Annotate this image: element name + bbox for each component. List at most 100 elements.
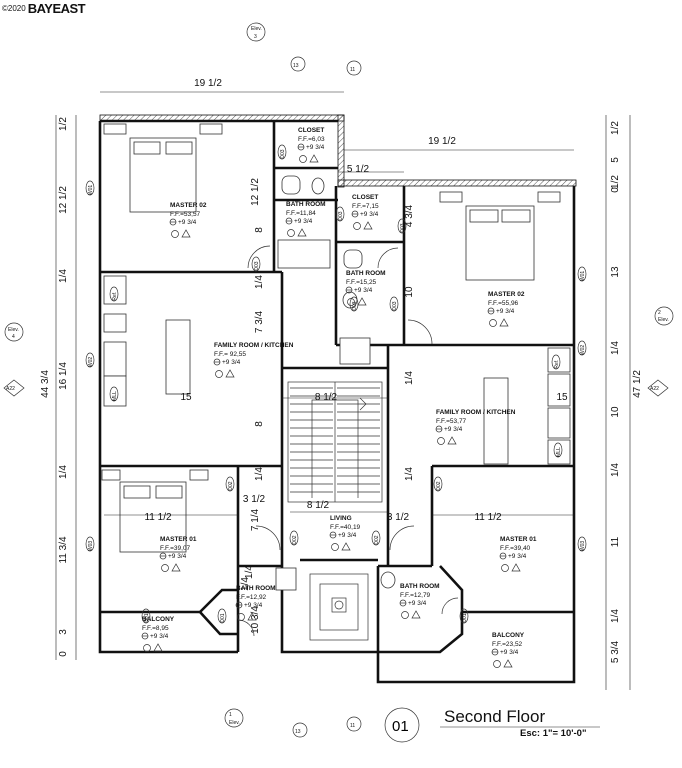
room-level: +9 3/4 [244, 602, 263, 609]
section-symbol-icon [437, 436, 457, 445]
room-floor-area: F.F.=53,57 [170, 211, 201, 218]
level-marker-icon [435, 425, 443, 433]
room-level: +9 3/4 [360, 211, 379, 218]
room-name: CLOSET [352, 194, 378, 201]
dimension-i-8-1-2b: 8 1/2 [307, 500, 330, 511]
fixture-tag: D03 [251, 256, 261, 272]
dimension-i-1-4f: 1/4 [240, 577, 251, 591]
dimension-right-3: 1/2 [610, 175, 621, 189]
fixture-tag-label: D02 [374, 535, 380, 544]
svg-text:Elev.: Elev. [658, 317, 669, 323]
svg-text:4: 4 [12, 334, 15, 340]
fixture-tag-label: D01 [220, 613, 226, 622]
room-level: +9 3/4 [168, 553, 187, 560]
room-name: BATH ROOM [346, 270, 386, 277]
dimension-closet-w: 5 1/2 [347, 164, 370, 175]
grid-marker: Elev. 3 [246, 22, 266, 42]
room-floor-area: F.F.=39,07 [160, 545, 191, 552]
room-name: MASTER 02 [488, 291, 525, 298]
dimension-left-7: 3 [58, 629, 69, 635]
room-name: FAMILY ROOM / KITCHEN [436, 409, 516, 416]
dimension-left-3: 1/4 [58, 269, 69, 283]
fixture-tag: W02 [85, 352, 95, 368]
fixture-tag-label: W03 [88, 541, 94, 552]
dimension-i-4-3-4: 4 3/4 [404, 204, 415, 227]
svg-text:11: 11 [350, 723, 355, 729]
room-name: BATH ROOM [236, 585, 276, 592]
room-name: FAMILY ROOM / KITCHEN [214, 342, 294, 349]
room-level: +9 3/4 [150, 633, 169, 640]
room-name: MASTER 01 [160, 536, 197, 543]
fixture-tag-label: D03 [280, 149, 286, 158]
grid-marker: 1 Elev. [224, 708, 244, 728]
level-marker-icon [487, 307, 495, 315]
fixture-tag: W03 [577, 536, 587, 552]
dimension-right-2: 5 [610, 157, 621, 163]
section-symbol-icon [161, 563, 181, 572]
fixture-tag-label: W03 [580, 541, 586, 552]
room-level: +9 3/4 [500, 649, 519, 656]
fixture-tag: D02 [433, 476, 443, 492]
grid-marker: 2 Elev. [654, 306, 674, 326]
room-floor-area: F.F.=39,40 [500, 545, 531, 552]
level-marker-icon [159, 552, 167, 560]
svg-text:3: 3 [254, 34, 257, 40]
section-symbol-icon [401, 610, 421, 619]
dimension-right-9: 11 [610, 536, 621, 547]
dimension-i-7-1-4: 7 1/4 [250, 508, 261, 531]
room-floor-area: F.F.=15,25 [346, 279, 377, 286]
room-name: BATH ROOM [286, 201, 326, 208]
room-name: BATH ROOM [400, 583, 440, 590]
grid-tag: 11 [346, 716, 362, 732]
fixture-tag: D03 [389, 296, 399, 312]
room-level: +9 3/4 [338, 532, 357, 539]
level-marker-icon [297, 143, 305, 151]
dimension-i-1-4b: 1/4 [254, 467, 265, 481]
dimension-top-right: 19 1/2 [428, 136, 456, 147]
dimension-i-7-3-4: 7 3/4 [254, 310, 265, 333]
fixture-tag-label: Ref. [554, 359, 560, 368]
dimension-right-7: 10 [610, 406, 621, 418]
svg-text:Elev.: Elev. [229, 720, 240, 726]
level-marker-icon [169, 218, 177, 226]
sheet-scale: Esc: 1"= 10'-0" [520, 728, 587, 739]
dimension-i-12-5: 12 1/2 [250, 178, 261, 206]
dimension-left-5: 1/4 [58, 465, 69, 479]
dimension-lines [55, 91, 631, 690]
fixture-tag: D01 [217, 608, 227, 624]
dimension-left-total: 44 3/4 [40, 370, 51, 398]
fixture-tag-label: D01 [144, 613, 150, 622]
section-symbol-icon [489, 318, 509, 327]
grid-tag: 11 [346, 60, 362, 76]
fixture-tag: W01 [85, 180, 95, 196]
fixture-tag-label: MLL [556, 447, 562, 457]
fixture-tag: D03 [335, 206, 345, 222]
interior-walls [100, 121, 574, 654]
section-symbol-icon [299, 154, 319, 163]
room-master02-right: MASTER 02F.F.=55,96+9 3/4 [487, 291, 525, 327]
room-master01-right: MASTER 01F.F.=39,40+9 3/4 [499, 536, 537, 572]
room-name: LIVING [330, 515, 352, 522]
level-marker-icon [499, 552, 507, 560]
fixture-tag: W02 [577, 340, 587, 356]
fixture-tag-label: Ref. [112, 291, 118, 300]
svg-text:A22: A22 [6, 386, 15, 392]
room-floor-area: F.F.=53,77 [436, 418, 467, 425]
fixture-tag: D01 [459, 608, 469, 624]
bathroom-fixtures [275, 175, 396, 591]
section-symbol-icon [237, 612, 257, 621]
room-floor-area: F.F.= 92,55 [214, 351, 246, 358]
room-level: +9 3/4 [178, 219, 197, 226]
door-swings [237, 245, 459, 637]
level-marker-icon [141, 632, 149, 640]
section-symbol-icon [501, 563, 521, 572]
dimension-left-1: 1/2 [58, 117, 69, 131]
fixture-tag-label: MLL [112, 391, 118, 401]
fixture-tag-label: D03 [254, 261, 260, 270]
sheet-number-circle [384, 707, 420, 743]
room-name: BALCONY [142, 616, 175, 623]
